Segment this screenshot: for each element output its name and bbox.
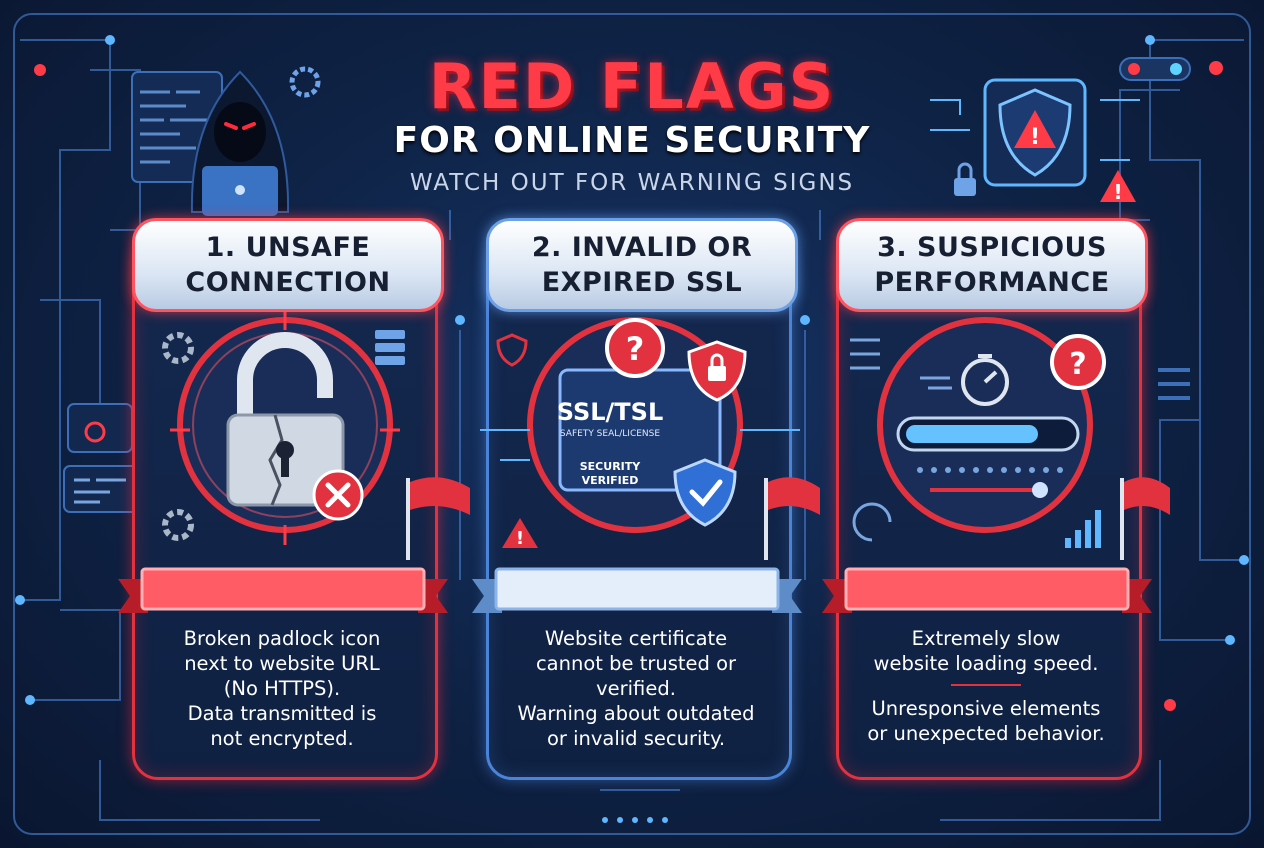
card-2-description: Website certificate cannot be trusted or… <box>486 626 786 751</box>
card-1-line: Broken padlock icon <box>183 627 381 650</box>
card-2-ribbon <box>472 567 802 613</box>
card-1-ribbon <box>118 567 448 613</box>
ssl-certificate-illustration: SSL/TSL SAFETY SEAL/LICENSE SECURITY VER… <box>480 317 820 560</box>
shield-warning-icon: ! ! <box>930 78 1140 204</box>
svg-text:?: ? <box>626 330 645 368</box>
card-2-heading: 2. INVALID OR EXPIRED SSL <box>486 218 798 312</box>
svg-text:?: ? <box>1069 347 1086 382</box>
red-flag-icon <box>1120 477 1170 560</box>
slow-performance-illustration: ? <box>850 317 1170 560</box>
page-tagline: WATCH OUT FOR WARNING SIGNS <box>409 170 855 196</box>
card-1-line: Data transmitted is <box>187 702 377 725</box>
card-1-line: (No HTTPS). <box>223 677 341 700</box>
card-3-line: website loading speed. <box>873 652 1099 675</box>
page-subtitle: FOR ONLINE SECURITY <box>393 120 871 161</box>
red-flag-icon <box>764 477 820 560</box>
card-3-description: Extremely slow website loading speed. Un… <box>836 626 1136 746</box>
stopwatch-icon <box>961 354 1009 406</box>
hacker-icon <box>131 66 321 216</box>
card-3-divider <box>951 684 1021 686</box>
server-icon <box>375 330 405 365</box>
card-3-heading: 3. SUSPICIOUS PERFORMANCE <box>836 218 1148 312</box>
card-3-line: Extremely slow <box>911 627 1061 650</box>
card-2-line: Website certificate <box>544 627 728 650</box>
card-3-line: Unresponsive elements <box>871 697 1101 720</box>
ssl-verified-line-2: VERIFIED <box>582 474 639 487</box>
card-2-line: cannot be trusted or <box>535 652 737 675</box>
page-title: RED FLAGS <box>428 50 836 123</box>
svg-text:!: ! <box>1030 125 1040 150</box>
card-2-line: or invalid security. <box>546 727 726 750</box>
card-2-line: Warning about outdated <box>517 702 755 725</box>
shield-check-icon <box>673 458 737 527</box>
svg-text:!: ! <box>516 528 524 549</box>
question-badge-icon: ? <box>1050 334 1106 390</box>
ssl-verified-line-1: SECURITY <box>580 460 642 473</box>
svg-text:!: ! <box>1113 180 1122 204</box>
card-2-line: verified. <box>596 677 676 700</box>
padlock-icon <box>687 340 747 402</box>
card-1-heading-text: 1. UNSAFE CONNECTION <box>185 232 391 298</box>
gear-icon <box>162 332 194 541</box>
broken-padlock-icon <box>162 312 470 560</box>
bar-chart-icon <box>1065 510 1101 548</box>
card-1-line: next to website URL <box>184 652 380 675</box>
card-1-heading: 1. UNSAFE CONNECTION <box>132 218 444 312</box>
loading-bar-icon <box>896 416 1080 452</box>
card-1-line: not encrypted. <box>210 727 354 750</box>
card-3-line: or unexpected behavior. <box>867 722 1105 745</box>
card-1-description: Broken padlock icon next to website URL … <box>132 626 432 751</box>
ssl-badge-subtitle: SAFETY SEAL/LICENSE <box>560 429 660 439</box>
red-flag-icon <box>406 477 470 560</box>
warning-triangle-icon: ! <box>502 518 538 549</box>
ssl-badge-title: SSL/TSL <box>557 398 664 426</box>
card-3-heading-text: 3. SUSPICIOUS PERFORMANCE <box>874 232 1110 298</box>
card-3-ribbon <box>822 567 1152 613</box>
card-2-heading-text: 2. INVALID OR EXPIRED SSL <box>531 232 753 298</box>
question-badge-icon: ? <box>605 318 665 378</box>
